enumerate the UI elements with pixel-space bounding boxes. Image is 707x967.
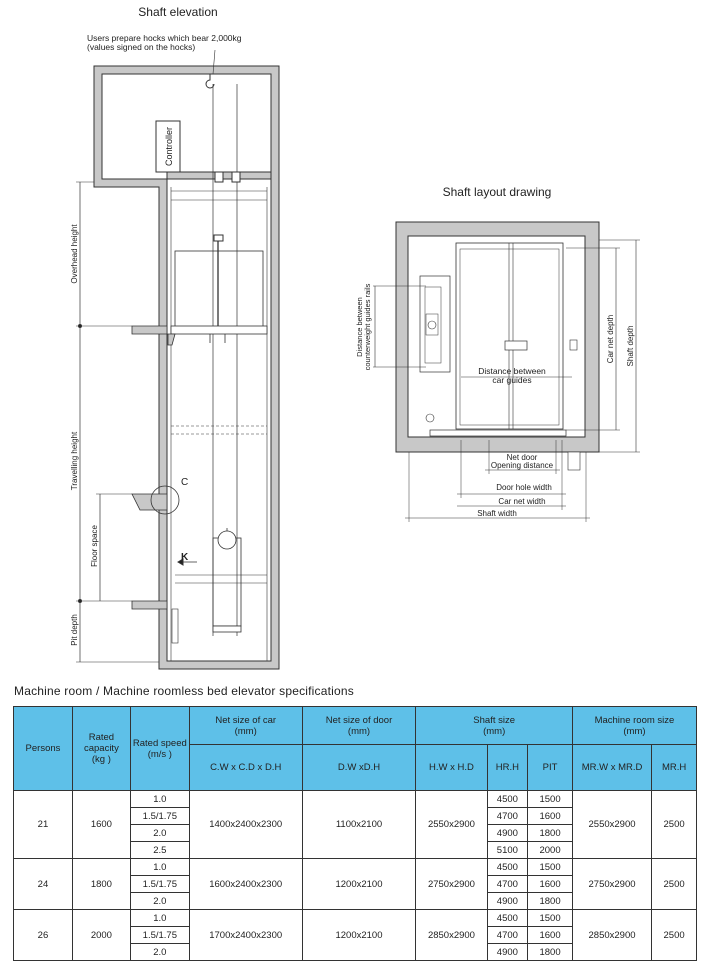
table-row: 26 2000 1.0 1700x2400x2300 1200x2100 285… bbox=[13, 909, 697, 961]
speed-cell: 2.0 bbox=[129, 824, 190, 842]
table-row: 2.0 4900 1800 bbox=[14, 943, 697, 961]
speed-cell: 1.5/1.75 bbox=[129, 926, 190, 944]
door-size-cell: 1200x2100 bbox=[301, 909, 417, 961]
car-size-cell: 1600x2400x2300 bbox=[188, 858, 303, 910]
hrh-cell: 4700 bbox=[486, 875, 529, 893]
door-size-cell: 1100x2100 bbox=[301, 790, 417, 859]
header-mrh: MR.H bbox=[651, 744, 697, 791]
header-shaft-dims: H.W x H.D bbox=[415, 744, 488, 791]
mr-size-cell: 2750x2900 bbox=[571, 858, 653, 910]
cw-rails-label-1: Distance between bbox=[355, 297, 364, 357]
header-rated-speed: Rated speed(m/s ) bbox=[129, 706, 190, 791]
shaft-size-cell: 2850x2900 bbox=[415, 909, 488, 961]
capacity-cell: 1600 bbox=[71, 790, 131, 859]
shaft-depth-label: Shaft depth bbox=[626, 326, 635, 367]
marker-k: K bbox=[181, 552, 189, 563]
door-size-cell: 1200x2100 bbox=[301, 858, 417, 910]
car-net-width-label: Car net width bbox=[498, 497, 545, 506]
car-size-cell: 1700x2400x2300 bbox=[188, 909, 303, 961]
header-pit: PIT bbox=[527, 744, 573, 791]
shaft-size-cell: 2550x2900 bbox=[415, 790, 488, 859]
hrh-cell: 4900 bbox=[486, 892, 529, 910]
header-car-dims: C.W x C.D x D.H bbox=[188, 744, 303, 791]
pit-depth-label: Pit depth bbox=[70, 614, 79, 646]
capacity-cell: 2000 bbox=[71, 909, 131, 961]
layout-title: Shaft layout drawing bbox=[443, 185, 552, 199]
header-rated-capacity: Rated capacity(kg ) bbox=[71, 706, 131, 791]
shaft-size-cell: 2750x2900 bbox=[415, 858, 488, 910]
net-door-label-1: Net door bbox=[507, 453, 538, 462]
car-guides-label-1: Distance between bbox=[478, 366, 546, 376]
hrh-cell: 4700 bbox=[486, 926, 529, 944]
shaft-layout-drawing bbox=[373, 221, 640, 522]
hrh-cell: 4500 bbox=[486, 909, 529, 927]
pit-cell: 1600 bbox=[527, 807, 573, 825]
persons-cell: 21 bbox=[13, 790, 73, 859]
header-persons: Persons bbox=[13, 706, 73, 791]
hrh-cell: 4500 bbox=[486, 858, 529, 876]
mrh-cell: 2500 bbox=[651, 909, 697, 961]
pit-cell: 1600 bbox=[527, 926, 573, 944]
overhead-height-label: Overhead height bbox=[70, 224, 79, 284]
pit-cell: 1600 bbox=[527, 875, 573, 893]
mr-size-cell: 2850x2900 bbox=[571, 909, 653, 961]
persons-cell: 24 bbox=[13, 858, 73, 910]
speed-cell: 2.5 bbox=[129, 841, 190, 859]
car-guides-label-2: car guides bbox=[492, 375, 531, 385]
shaft-elevation-drawing bbox=[76, 49, 280, 670]
pit-cell: 1500 bbox=[527, 909, 573, 927]
hrh-cell: 4900 bbox=[486, 943, 529, 961]
speed-cell: 2.0 bbox=[129, 943, 190, 961]
mrh-cell: 2500 bbox=[651, 858, 697, 910]
controller-label: Controller bbox=[164, 127, 174, 166]
table-row: 21 1600 1.0 1400x2400x2300 1100x2100 255… bbox=[13, 790, 697, 859]
hook-note-line1: Users prepare hocks which bear 2,000kg bbox=[87, 33, 242, 43]
speed-cell: 1.0 bbox=[129, 790, 190, 808]
header-shaft: Shaft size(mm) bbox=[415, 706, 573, 745]
hrh-cell: 5100 bbox=[486, 841, 529, 859]
pit-cell: 1800 bbox=[527, 892, 573, 910]
table-row: 1.5/1.75 4700 1600 bbox=[14, 807, 697, 825]
hrh-cell: 4500 bbox=[486, 790, 529, 808]
marker-c: C bbox=[181, 477, 188, 488]
car-size-cell: 1400x2400x2300 bbox=[188, 790, 303, 859]
door-hole-width-label: Door hole width bbox=[496, 483, 552, 492]
elevation-title: Shaft elevation bbox=[138, 5, 217, 19]
persons-cell: 26 bbox=[13, 909, 73, 961]
speed-cell: 1.5/1.75 bbox=[129, 875, 190, 893]
header-net-car: Net size of car(mm) bbox=[188, 706, 303, 745]
hrh-cell: 4700 bbox=[486, 807, 529, 825]
table-row: 2.0 4900 1800 bbox=[14, 892, 697, 910]
header-machine-room: Machine room size(mm) bbox=[571, 706, 698, 745]
cw-rails-label-2: counterweight guides rails bbox=[363, 283, 372, 370]
floor-space-label: Floor space bbox=[90, 525, 99, 567]
header-net-door: Net size of door(mm) bbox=[301, 706, 417, 745]
table-row: 24 1800 1.0 1600x2400x2300 1200x2100 275… bbox=[13, 858, 697, 910]
header-mr-dims: MR.W x MR.D bbox=[571, 744, 653, 791]
car-net-depth-label: Car net depth bbox=[606, 315, 615, 363]
technical-drawings: Shaft elevation Users prepare hocks whic… bbox=[70, 5, 640, 670]
hook-note-line2: (values signed on the hocks) bbox=[87, 42, 195, 52]
capacity-cell: 1800 bbox=[71, 858, 131, 910]
mr-size-cell: 2550x2900 bbox=[571, 790, 653, 859]
speed-cell: 1.5/1.75 bbox=[129, 807, 190, 825]
speed-cell: 2.0 bbox=[129, 892, 190, 910]
spec-table-title: Machine room / Machine roomless bed elev… bbox=[14, 684, 354, 698]
speed-cell: 1.0 bbox=[129, 909, 190, 927]
header-door-dims: D.W xD.H bbox=[301, 744, 417, 791]
pit-cell: 1500 bbox=[527, 858, 573, 876]
mrh-cell: 2500 bbox=[651, 790, 697, 859]
header-hrh: HR.H bbox=[486, 744, 529, 791]
pit-cell: 2000 bbox=[527, 841, 573, 859]
net-door-label-2: Opening distance bbox=[491, 461, 554, 470]
pit-cell: 1800 bbox=[527, 824, 573, 842]
hrh-cell: 4900 bbox=[486, 824, 529, 842]
pit-cell: 1500 bbox=[527, 790, 573, 808]
shaft-width-label: Shaft width bbox=[477, 509, 517, 518]
pit-cell: 1800 bbox=[527, 943, 573, 961]
travelling-height-label: Travelling height bbox=[70, 431, 79, 490]
speed-cell: 1.0 bbox=[129, 858, 190, 876]
spec-table: Persons Rated capacity(kg ) Rated speed(… bbox=[13, 706, 698, 961]
